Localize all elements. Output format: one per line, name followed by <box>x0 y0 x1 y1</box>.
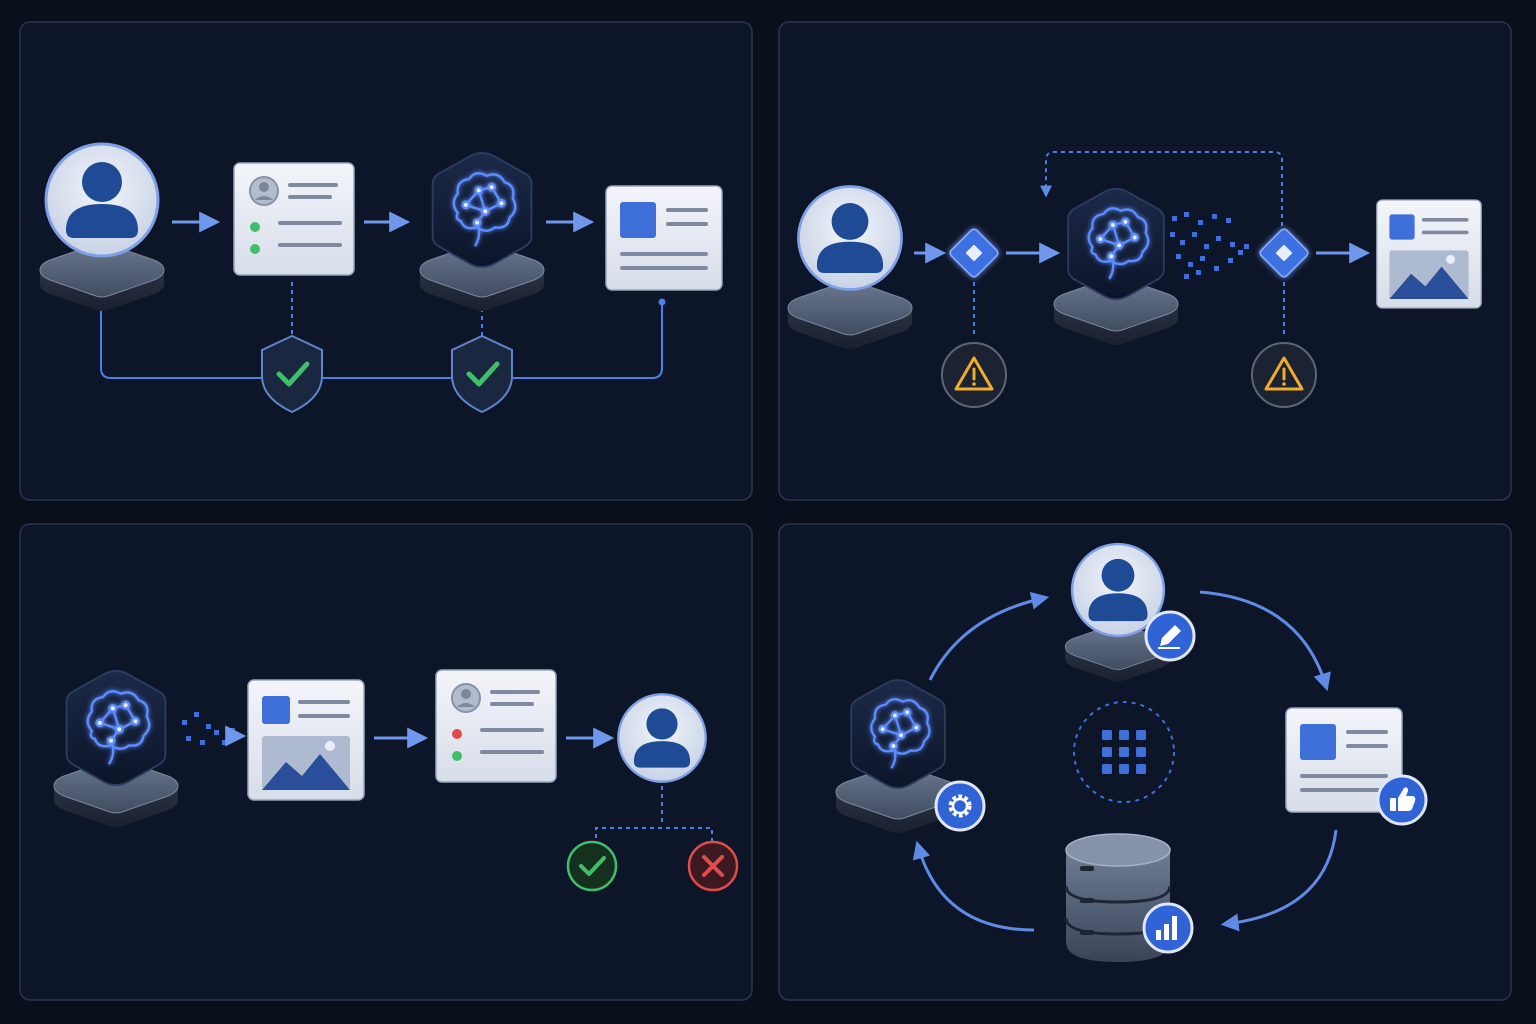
ai-brain-icon <box>1053 189 1179 346</box>
cycle-arrow <box>912 840 1035 932</box>
human-review-pipeline <box>53 669 739 892</box>
output-document-icon <box>605 185 723 291</box>
panel-bottom-left <box>19 523 753 1001</box>
image-document-icon <box>1376 199 1482 309</box>
data-particles <box>1170 212 1249 279</box>
profile-card-icon <box>233 162 355 276</box>
warning-icon <box>1250 341 1318 409</box>
database-analytics-icon <box>1064 833 1194 962</box>
pencil-icon <box>1144 610 1196 662</box>
user-avatar-icon <box>787 185 913 350</box>
bar-chart-icon <box>1142 902 1194 954</box>
cycle-arrow <box>1199 590 1331 692</box>
gear-icon <box>934 780 986 832</box>
guard-connector-line <box>100 300 663 379</box>
ai-brain-icon <box>53 671 179 828</box>
panel-bottom-right <box>778 523 1512 1001</box>
feedback-document-icon <box>1285 707 1428 826</box>
image-document-icon <box>247 679 365 801</box>
guarded-pipeline <box>39 142 723 412</box>
panel-top-left <box>19 21 753 501</box>
profile-card-icon <box>435 669 557 783</box>
feedback-cycle <box>835 542 1428 962</box>
user-avatar-icon <box>39 142 165 312</box>
review-branch-line <box>595 786 713 846</box>
ai-settings-icon <box>835 680 986 834</box>
cycle-arrow <box>928 591 1050 681</box>
grid-hub-icon <box>1073 701 1175 803</box>
thumbs-up-icon <box>1376 774 1428 826</box>
reject-x-icon <box>687 840 739 892</box>
approve-check-icon <box>566 840 618 892</box>
user-edit-icon <box>1064 542 1196 683</box>
cycle-arrow <box>1220 829 1338 932</box>
warning-icon <box>940 341 1008 409</box>
user-avatar-icon <box>617 693 707 783</box>
ai-brain-icon <box>419 153 545 312</box>
gated-pipeline-with-feedback <box>787 151 1482 409</box>
